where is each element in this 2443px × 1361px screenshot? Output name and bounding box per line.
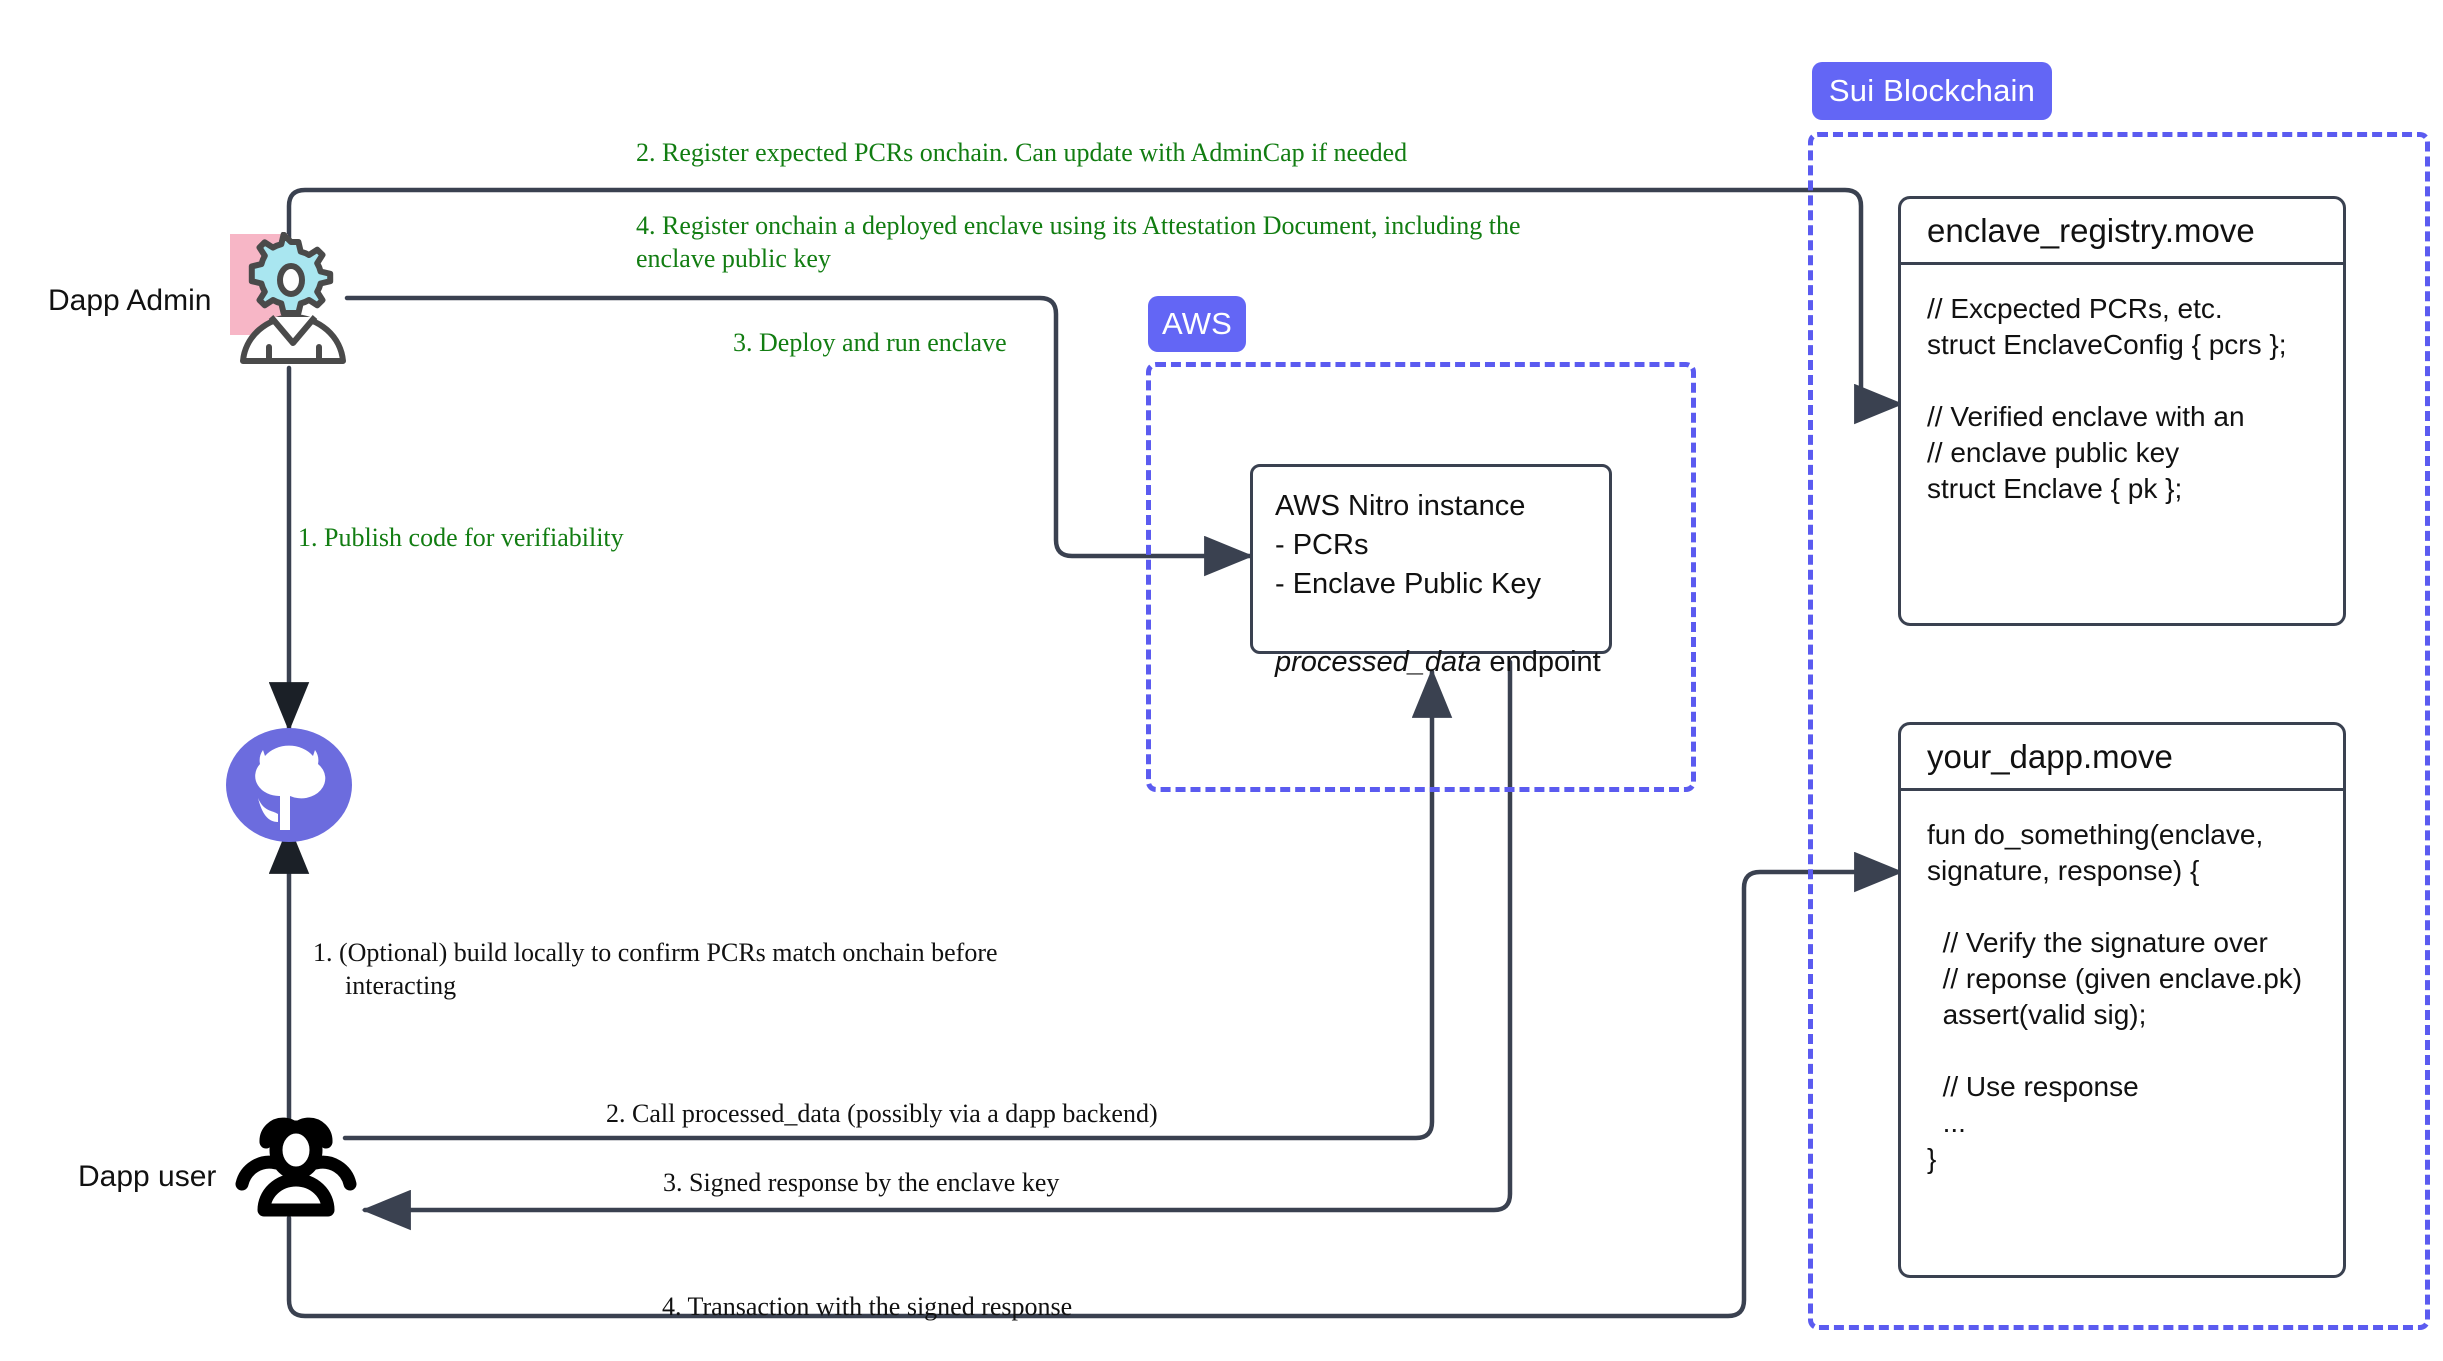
users-group-icon <box>228 1108 364 1220</box>
your-dapp-card: your_dapp.move fun do_something(enclave,… <box>1898 722 2346 1278</box>
your-dapp-body: fun do_something(enclave, signature, res… <box>1927 819 2303 1174</box>
annotation-admin-step-4-line2: enclave public key <box>636 244 831 273</box>
nitro-pubkey: - Enclave Public Key <box>1275 568 1541 600</box>
annotation-user-step-1-line1: 1. (Optional) build locally to confirm P… <box>313 938 998 967</box>
sui-boundary <box>1808 132 2430 1330</box>
annotation-user-step-1-line2: interacting <box>345 971 457 1000</box>
annotation-admin-step-3: 3. Deploy and run enclave <box>733 328 1007 357</box>
your-dapp-title: your_dapp.move <box>1901 725 2343 791</box>
enclave-registry-title: enclave_registry.move <box>1901 199 2343 265</box>
sui-blockchain-badge: Sui Blockchain <box>1812 62 2052 120</box>
enclave-registry-card: enclave_registry.move // Excpected PCRs,… <box>1898 196 2346 626</box>
enclave-registry-body: // Excpected PCRs, etc. struct EnclaveCo… <box>1927 293 2287 504</box>
dapp-user-label: Dapp user <box>78 1160 217 1193</box>
nitro-title: AWS Nitro instance <box>1275 490 1526 522</box>
admin-gear-person-icon <box>228 231 358 364</box>
nitro-pcrs: - PCRs <box>1275 529 1369 561</box>
github-icon <box>222 728 356 842</box>
annotation-admin-step-4-line1: 4. Register onchain a deployed enclave u… <box>636 211 1521 240</box>
dapp-admin-label: Dapp Admin <box>48 284 212 317</box>
nitro-endpoint-code: processed_data <box>1275 646 1482 678</box>
aws-badge-label: AWS <box>1161 306 1233 341</box>
annotation-admin-step-1: 1. Publish code for verifiability <box>298 523 624 552</box>
nitro-endpoint-suffix: endpoint <box>1481 646 1601 678</box>
aws-nitro-instance-box: AWS Nitro instance - PCRs - Enclave Publ… <box>1250 464 1612 678</box>
annotation-user-step-4: 4. Transaction with the signed response <box>662 1292 1073 1321</box>
annotation-admin-step-2: 2. Register expected PCRs onchain. Can u… <box>636 138 1408 167</box>
sui-badge-label: Sui Blockchain <box>1828 73 2036 108</box>
annotation-user-step-3: 3. Signed response by the enclave key <box>663 1168 1060 1197</box>
annotation-user-step-2: 2. Call processed_data (possibly via a d… <box>606 1099 1158 1128</box>
aws-badge: AWS <box>1148 296 1246 352</box>
aws-boundary <box>1146 362 1696 792</box>
